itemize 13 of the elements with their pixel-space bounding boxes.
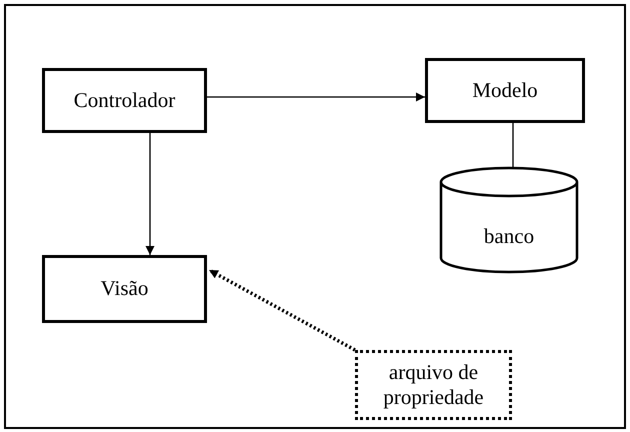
- note-box: [355, 350, 512, 420]
- note-text: arquivo de propriedade: [382, 360, 485, 410]
- process-box: [42, 68, 207, 133]
- arrow: [146, 133, 154, 255]
- arrow: [207, 92, 425, 102]
- dotted-arrow: [208, 268, 356, 352]
- node-label: Controlador: [74, 88, 176, 114]
- node-label: Modelo: [472, 78, 538, 104]
- node-label: Visão: [100, 276, 148, 302]
- node-label: banco: [484, 224, 534, 250]
- connector-line: [512, 123, 514, 168]
- process-box: [42, 255, 207, 323]
- process-box: [425, 58, 585, 123]
